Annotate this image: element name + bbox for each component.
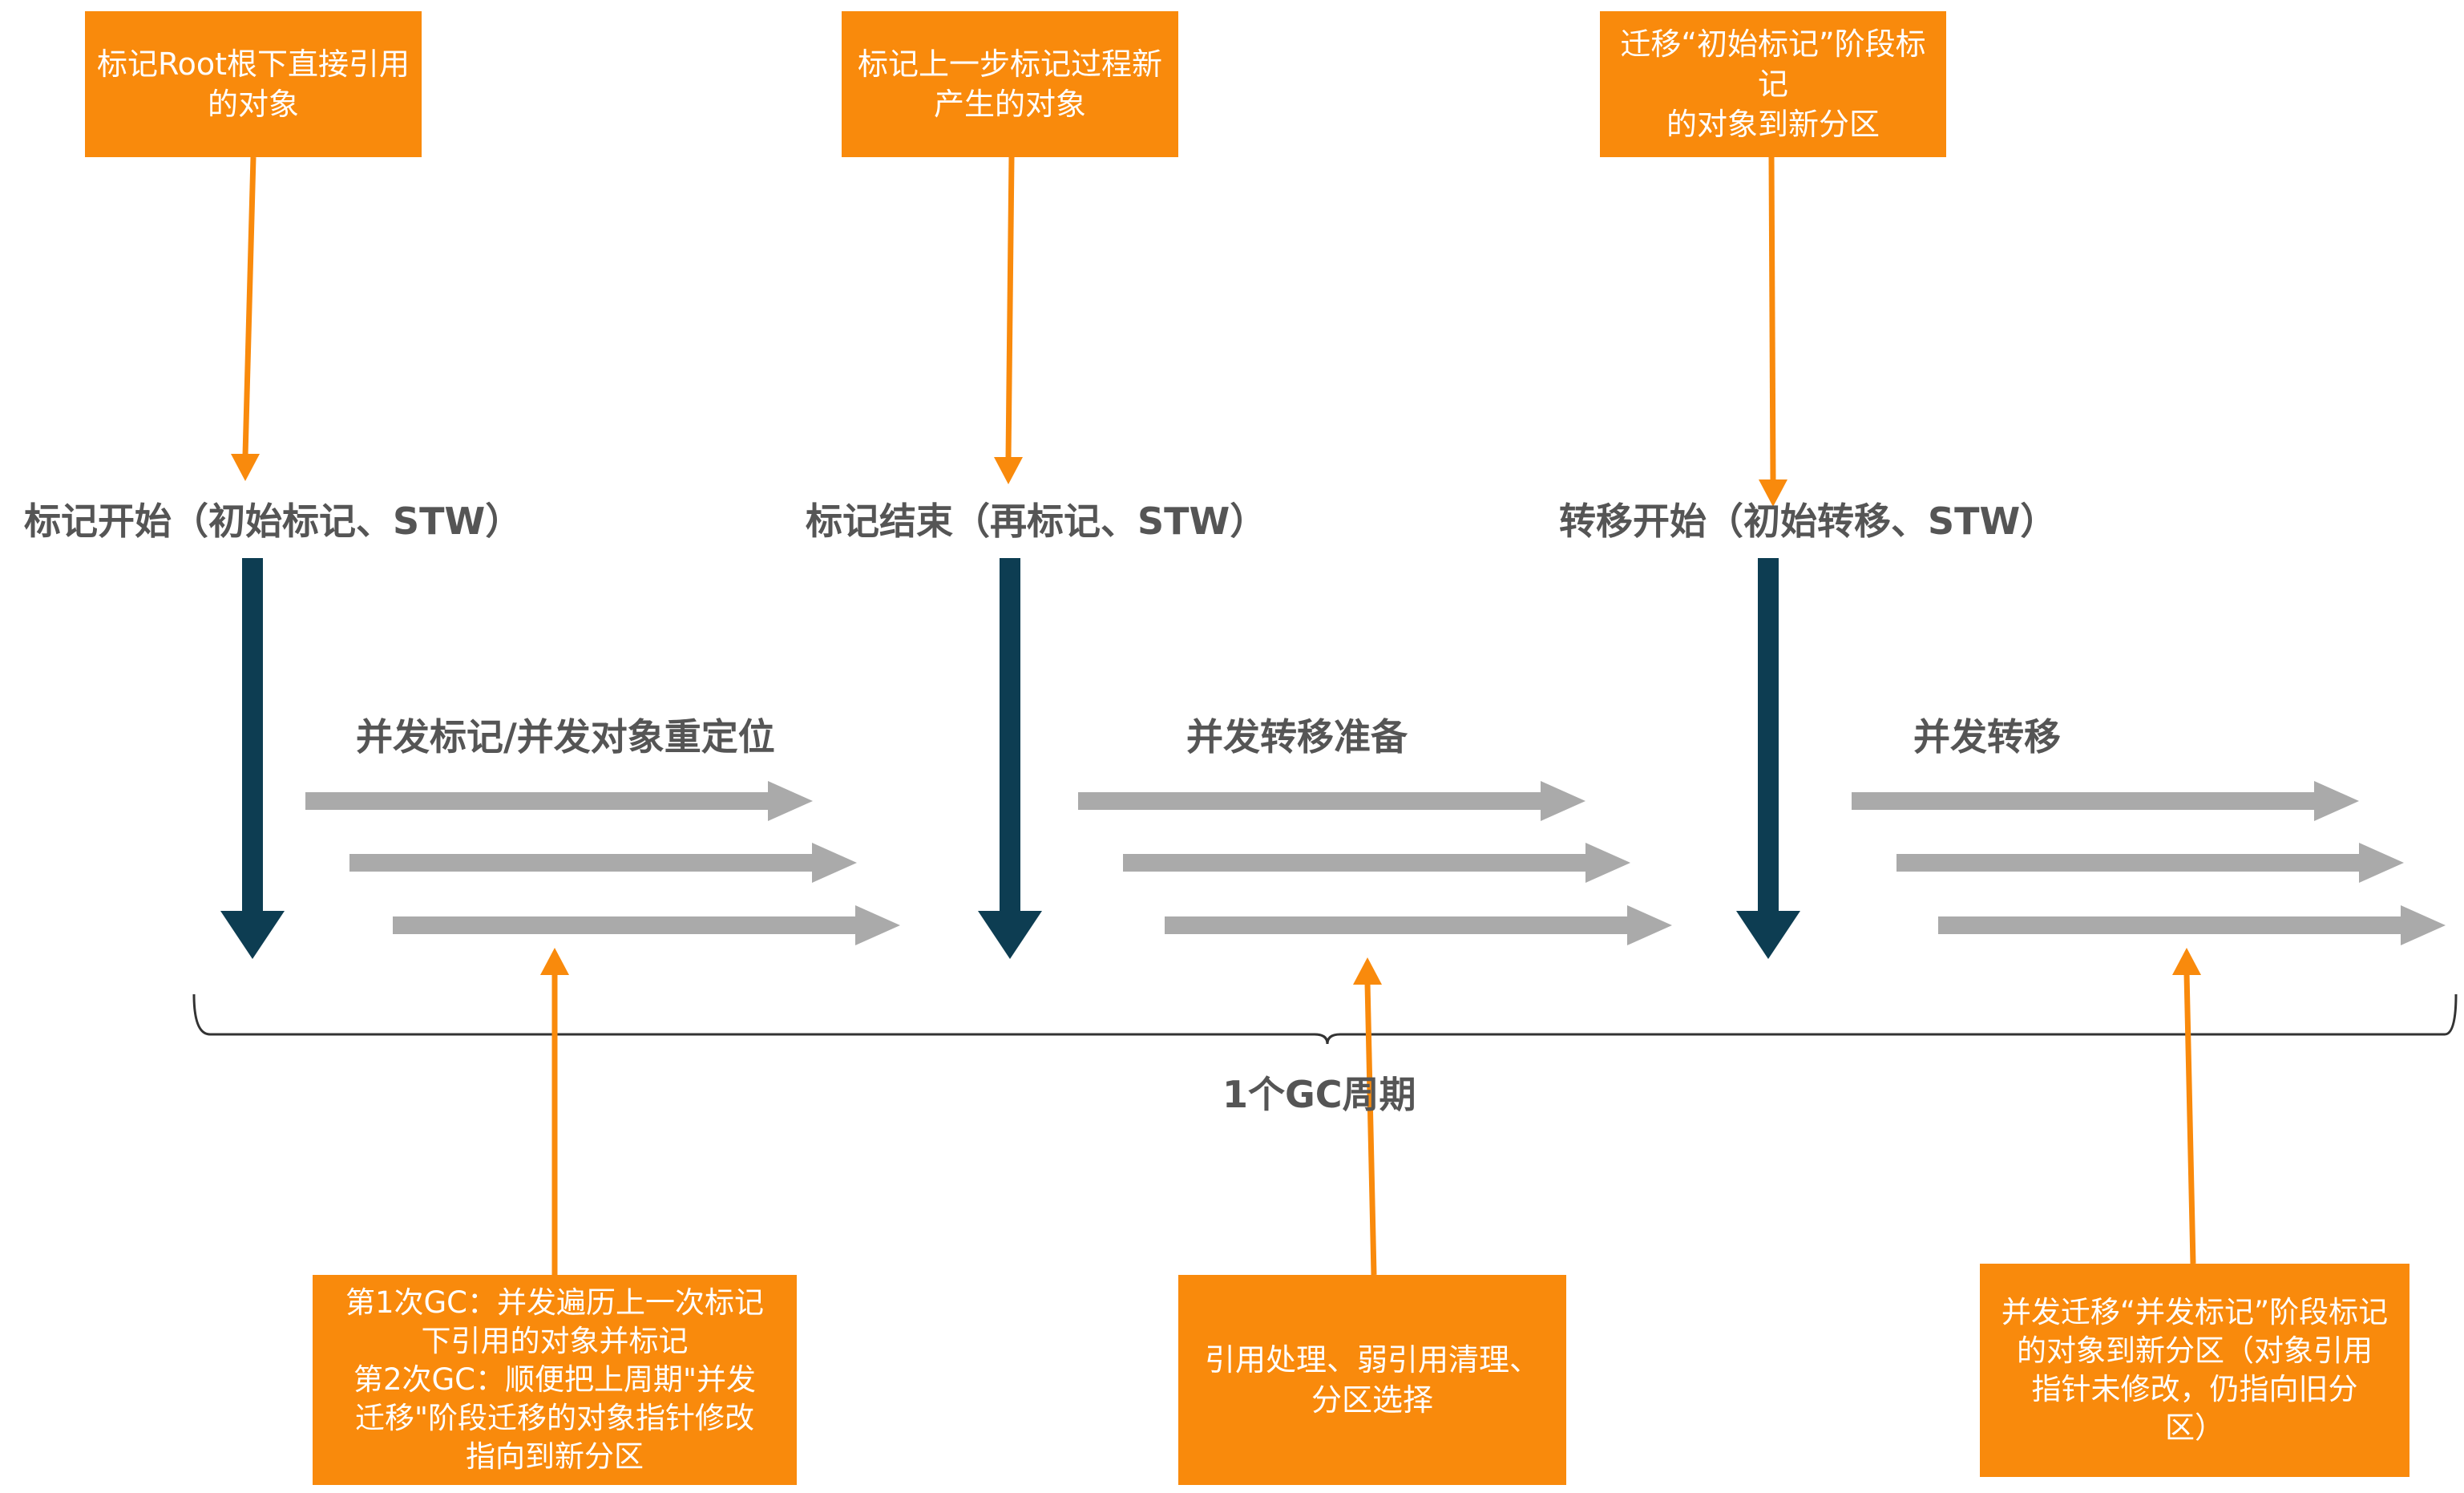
concurrent-arrowhead: [855, 905, 900, 945]
annotation-box-mark-root: 标记Root根下直接引用 的对象: [85, 11, 422, 157]
bottom-connector-2: [1364, 982, 1377, 1276]
stw-arrows: [220, 558, 1800, 959]
top-connector-2-arrowhead: [994, 457, 1023, 484]
phase-label-mark-start: 标记开始（初始标记、STW）: [24, 500, 523, 543]
concurrent-arrow: [349, 854, 814, 872]
annotation-box-prepare-detail: 引用处理、弱引用清理、 分区选择: [1178, 1275, 1566, 1485]
concurrent-arrowhead: [2314, 781, 2359, 821]
concurrent-arrows-2: [1078, 781, 1672, 945]
phase-label-mark-end: 标记结束（再标记、STW）: [806, 500, 1267, 543]
concurrent-arrow: [393, 916, 858, 934]
top-connector-3: [1768, 156, 1776, 482]
annotation-box-remark: 标记上一步标记过程新 产生的对象: [842, 11, 1178, 157]
annotation-box-concurrent-mark-detail: 第1次GC：并发遍历上一次标记 下引用的对象并标记 第2次GC：顺便把上周期"并…: [313, 1275, 797, 1485]
bottom-connector-1-arrowhead: [540, 948, 569, 975]
concurrent-arrow: [305, 792, 770, 810]
concurrent-arrow: [1078, 792, 1543, 810]
concurrent-arrowhead: [1627, 905, 1672, 945]
stw-arrow-3-head: [1736, 911, 1800, 959]
top-connector-1-arrowhead: [231, 454, 260, 481]
stw-arrow-3-shaft: [1758, 558, 1779, 914]
top-connector-3-arrowhead: [1759, 479, 1787, 507]
concurrent-arrow: [1852, 792, 2317, 810]
bottom-connector-3: [2183, 973, 2196, 1264]
bottom-connectors: [540, 948, 2201, 1276]
gc-cycle-brace: [192, 993, 2458, 1045]
annotation-box-relocate-detail: 并发迁移“并发标记”阶段标记 的对象到新分区（对象引用 指针未修改，仍指向旧分 …: [1980, 1264, 2409, 1477]
stw-arrow-1-shaft: [242, 558, 263, 914]
concurrent-arrowhead: [768, 781, 813, 821]
concurrent-arrow: [1165, 916, 1630, 934]
stage-label-concurrent-mark: 并发标记/并发对象重定位: [356, 715, 775, 759]
gc-cycle-label: 1个GC周期: [1222, 1073, 1416, 1116]
concurrent-arrows-3: [1852, 781, 2446, 945]
concurrent-arrow: [1896, 854, 2361, 872]
concurrent-arrows-1: [305, 781, 900, 945]
top-connector-2: [1005, 156, 1015, 459]
concurrent-arrowhead: [1585, 843, 1630, 883]
concurrent-arrowhead: [1541, 781, 1585, 821]
concurrent-arrowhead: [812, 843, 857, 883]
top-connectors: [231, 156, 1787, 507]
concurrent-arrowhead: [2401, 905, 2446, 945]
concurrent-arrow: [1938, 916, 2403, 934]
stw-arrow-2-shaft: [1000, 558, 1020, 914]
top-connector-1: [242, 156, 256, 456]
concurrent-arrow: [1123, 854, 1588, 872]
stw-arrow-2-head: [978, 911, 1042, 959]
stw-arrow-1-head: [220, 911, 285, 959]
phase-label-relocate-start: 转移开始（初始转移、STW）: [1559, 500, 2058, 543]
annotation-box-initial-relocate: 迁移“初始标记”阶段标记 的对象到新分区: [1600, 11, 1946, 157]
stage-label-concurrent-prepare: 并发转移准备: [1186, 715, 1408, 759]
bottom-connector-3-arrowhead: [2172, 948, 2201, 975]
stage-label-concurrent-relocate: 并发转移: [1913, 715, 2061, 759]
concurrent-arrowhead: [2359, 843, 2404, 883]
bottom-connector-2-arrowhead: [1353, 957, 1382, 985]
